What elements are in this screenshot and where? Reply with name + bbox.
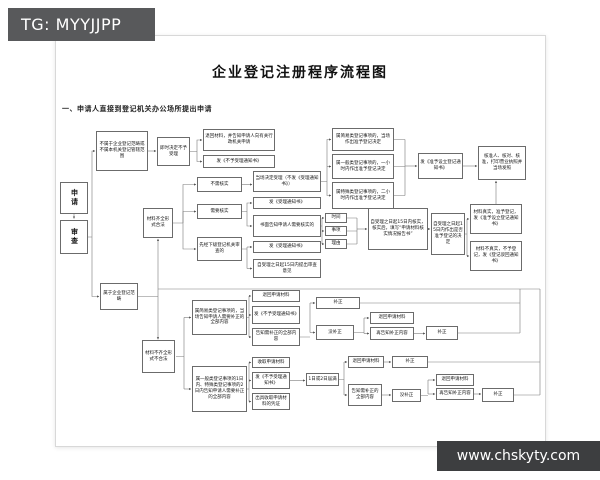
website-watermark-text: www.chskyty.com — [456, 448, 581, 464]
flow-node-decide-15d: 自受理之日起15日内作出是否准予登记的决定 — [431, 213, 465, 255]
flow-node-no-verify: 不需核实 — [197, 177, 242, 192]
flow-node-need-verify: 需要核实 — [197, 204, 242, 219]
telegram-watermark-text: TG: MYYJJPP — [21, 15, 122, 34]
flow-node-reason: 理由 — [325, 239, 347, 249]
page-title: 企业登记注册程序流程图 — [212, 66, 388, 81]
flow-node-not-in-scope: 不属于企业登记范畴或不属本机关登记管辖范围 — [96, 131, 148, 171]
flow-node-apply: 申请 — [60, 182, 88, 214]
flow-node-return-materials1: 退回申请材料 — [252, 290, 300, 302]
flow-node-return-refer: 退回材料，并告知申请人向有关行政机关申请 — [203, 129, 275, 151]
flow-node-simple-onsite: 属简易类登记事项的，当场作出准予登记决定 — [332, 128, 394, 151]
flow-node-opinion-15d: 自受理之日起15日内提出审查意见 — [253, 259, 321, 278]
flow-node-written-inform: 书面告知申请人需要核实的 — [253, 215, 321, 237]
flow-node-corrected3: 补正 — [392, 356, 428, 368]
flow-node-issue-approve-notice: 发《准予设立登记通知书》 — [418, 153, 463, 179]
flow-node-item: 事项 — [325, 226, 347, 236]
flow-node-receipt: 出具收取申请材料的凭证 — [252, 393, 290, 410]
flow-node-decide-reject: 即时决定不予受理 — [157, 137, 190, 166]
flow-node-return-materials2: 退回申请材料 — [370, 312, 414, 324]
flow-node-reinform2: 再告知补正内容 — [436, 388, 474, 400]
flow-node-lower-review: 先经下级登记机关审查的 — [197, 237, 242, 261]
flow-node-approver-license: 核准人、核对、核准，打印营业执照并当场发照 — [478, 146, 526, 180]
flow-node-time: 时间 — [325, 213, 347, 223]
flow-node-return-materials4: 退回申请材料 — [436, 374, 474, 386]
flow-node-true-approve: 材料真实，准予登记，发《准予设立登记通知书》 — [470, 204, 522, 234]
flow-node-complete: 材料齐全形式合法 — [143, 208, 173, 238]
flow-node-accept-onsite: 当场决定受理（不发《受理通知书》） — [253, 171, 321, 192]
flow-node-expire: 1日或2日届满 — [306, 373, 339, 386]
flow-node-simple-correct: 属简易类登记事项的，当场告知申请人需要补正的全部内容 — [192, 300, 247, 335]
flow-node-issue-accept-notice: 发《受理通知书》 — [253, 197, 321, 209]
flow-node-not-corrected2: 没补正 — [392, 389, 421, 402]
flow-node-examine: 审查 — [60, 220, 88, 254]
flow-node-corrected1: 补正 — [316, 297, 360, 309]
flow-node-issue-reject-notice: 发《不予受理通知书》 — [203, 155, 275, 168]
flow-node-in-scope: 属于企业登记范畴 — [100, 283, 138, 310]
telegram-watermark-badge: TG: MYYJJPP — [8, 8, 155, 41]
flow-node-receive-materials: 收取申请材料 — [252, 357, 290, 368]
flow-node-not-corrected1: 没补正 — [316, 325, 354, 340]
flow-node-inform-correct2: 告知需补正的全部内容 — [348, 384, 382, 406]
section-heading: 一、申请人直接到登记机关办公场所提出申请 — [62, 105, 212, 113]
flow-node-false-reject: 材料不真实，不予登记，发《登记驳回通知书》 — [470, 241, 522, 271]
website-watermark-badge: www.chskyty.com — [437, 441, 600, 471]
flow-node-corrected2: 补正 — [426, 326, 458, 340]
flow-node-inform-correct1: 告知需补正的全部内容 — [252, 328, 300, 346]
flow-node-general-1h: 属一般类登记事项的，一小时内作出准予登记决定 — [332, 154, 394, 179]
flow-node-reinform1: 再告知补正内容 — [370, 327, 414, 340]
flow-node-verify-15d: 自受理之日起15日内核实，核实后，填写“申请材料核实情况报告书” — [368, 208, 428, 250]
flow-node-incomplete: 材料不齐全形式不合法 — [142, 340, 175, 373]
flow-node-corrected4: 补正 — [482, 388, 514, 402]
flow-node-return-materials3: 退回申请材料 — [348, 356, 384, 368]
flow-node-reject-notice3: 发《不予受理通知书》 — [252, 372, 290, 389]
flow-node-general-correct: 属一般类登记事项的1日内、特殊类登记事项的2日内告知申请人需要补正的全部内容 — [192, 366, 247, 412]
flow-node-reject-notice2: 发《不予受理通知书》 — [252, 306, 300, 324]
flow-node-special-2h: 属特殊类登记事项的，二小时内作出准予登记决定 — [332, 182, 394, 209]
flow-node-issue-accept-notice2: 发《受理通知书》 — [253, 241, 321, 253]
